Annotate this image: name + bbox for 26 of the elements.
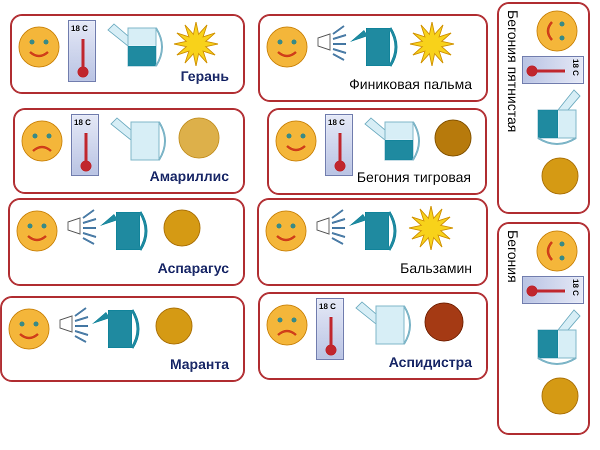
plant-card [258,14,488,102]
temperature-label: 18 C [319,302,336,311]
plant-name: Амариллис [150,168,229,184]
plant-name: Аспарагус [158,260,229,276]
plant-card [497,2,590,214]
temperature-label: 18 C [328,118,345,127]
plant-name: Бегония [505,230,521,283]
temperature-label: 18 C [74,118,91,127]
plant-card [258,292,488,380]
plant-name: Бальзамин [400,260,472,276]
plant-card [0,296,245,382]
temperature-label: 18 C [71,24,88,33]
plant-card [257,198,488,286]
plant-card [8,198,245,286]
plant-card [13,108,245,194]
plant-name: Бегония пятнистая [505,10,521,132]
plant-card [497,222,590,435]
temperature-label: 18 C [571,59,580,76]
temperature-label: 18 C [571,279,580,296]
plant-card [267,108,487,195]
plant-name: Маранта [170,356,229,372]
plant-name: Герань [180,68,229,84]
plant-name: Бегония тигровая [356,169,471,185]
plant-name: Аспидистра [388,354,472,370]
plant-name: Финиковая пальма [349,76,472,92]
plant-card [10,14,245,94]
